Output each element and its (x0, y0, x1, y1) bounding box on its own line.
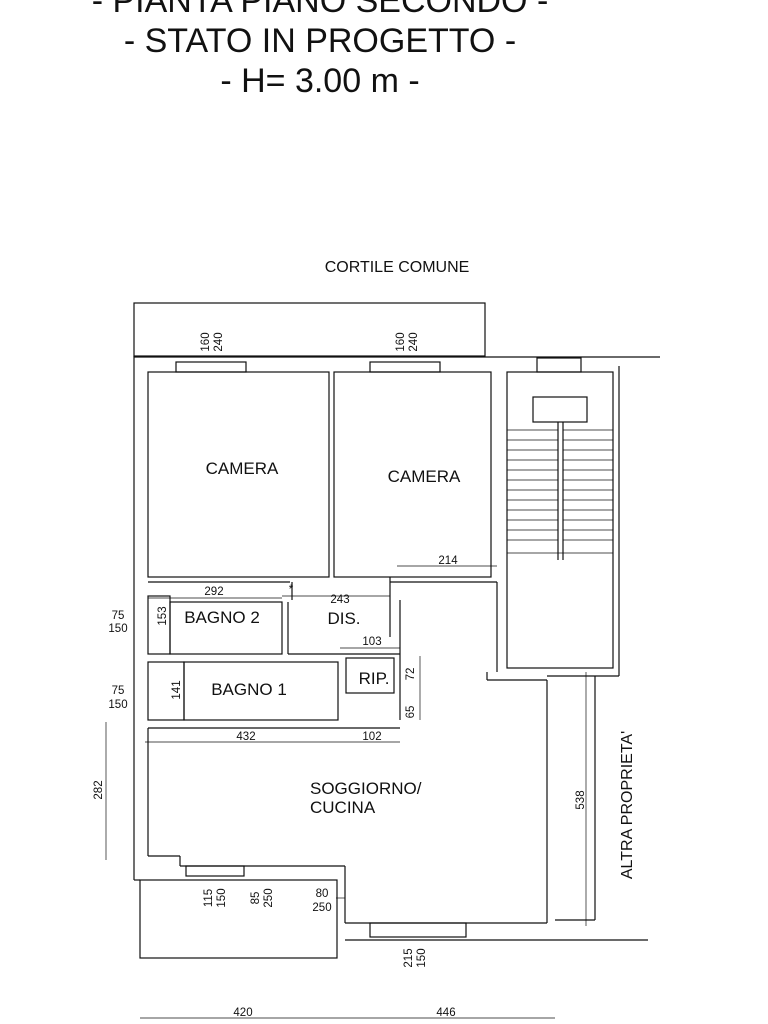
dimension-lines (105, 565, 587, 1019)
dim-292: 292 (204, 586, 223, 598)
walls (133, 302, 660, 959)
room-bagno2 (169, 601, 283, 655)
room-label-cucina: CUCINA (310, 798, 376, 817)
dim-102: 102 (362, 731, 381, 743)
dim-win-150b: 150 (416, 948, 428, 967)
room-label-camera-left: CAMERA (206, 459, 279, 478)
dim-win-cam1-a: 160 (200, 332, 212, 351)
dim-win-cam2-b: 240 (408, 332, 420, 351)
plan-subtitle: - STATO IN PROGETTO - (123, 22, 517, 60)
dim-250b: 250 (312, 902, 331, 914)
balcony-top (133, 302, 486, 357)
dim-282: 282 (93, 780, 105, 799)
dim-bagno2-win-150: 150 (108, 623, 127, 635)
dim-win-215: 215 (403, 948, 415, 967)
dim-win-cam2-a: 160 (395, 332, 407, 351)
dim-141: 141 (171, 680, 183, 699)
dim-243: 243 (330, 594, 349, 606)
dim-win-85: 85 (250, 892, 262, 905)
room-label-bagno1: BAGNO 1 (211, 680, 287, 699)
courtyard-label: CORTILE COMUNE (325, 259, 470, 276)
dim-bagno2-win-75: 75 (112, 610, 125, 622)
dim-win-cam1-b: 240 (213, 332, 225, 351)
dim-432: 432 (236, 731, 255, 743)
dim-446: 446 (436, 1007, 455, 1019)
dim-72: 72 (405, 668, 417, 681)
dim-153: 153 (157, 606, 169, 625)
room-label-soggiorno: SOGGIORNO/ (310, 779, 422, 798)
room-label-rip: RIP. (359, 669, 390, 688)
plan-height: - H= 3.00 m - (220, 62, 420, 100)
dim-star: * (289, 584, 294, 596)
dim-bagno1-win-150: 150 (108, 699, 127, 711)
room-label-bagno2: BAGNO 2 (184, 608, 260, 627)
room-label-dis: DIS. (327, 609, 360, 628)
stair-steps (507, 429, 613, 554)
dim-65: 65 (405, 706, 417, 719)
dim-bagno1-win-75: 75 (112, 685, 125, 697)
room-label-camera-right: CAMERA (388, 467, 461, 486)
balcony-bottom (139, 879, 338, 959)
dim-win-250a: 250 (263, 888, 275, 907)
dim-103: 103 (362, 636, 381, 648)
dim-win-150a: 150 (216, 888, 228, 907)
dim-win-115: 115 (203, 889, 215, 907)
dim-538: 538 (575, 790, 587, 809)
dim-214: 214 (438, 555, 458, 567)
room-rip (345, 657, 395, 694)
dim-80: 80 (316, 888, 329, 900)
dim-420: 420 (233, 1007, 252, 1019)
plan-title: - PIANTA PIANO SECONDO - (91, 0, 549, 20)
other-property-label: ALTRA PROPRIETA' (619, 731, 636, 879)
room-bagno1 (183, 661, 339, 721)
